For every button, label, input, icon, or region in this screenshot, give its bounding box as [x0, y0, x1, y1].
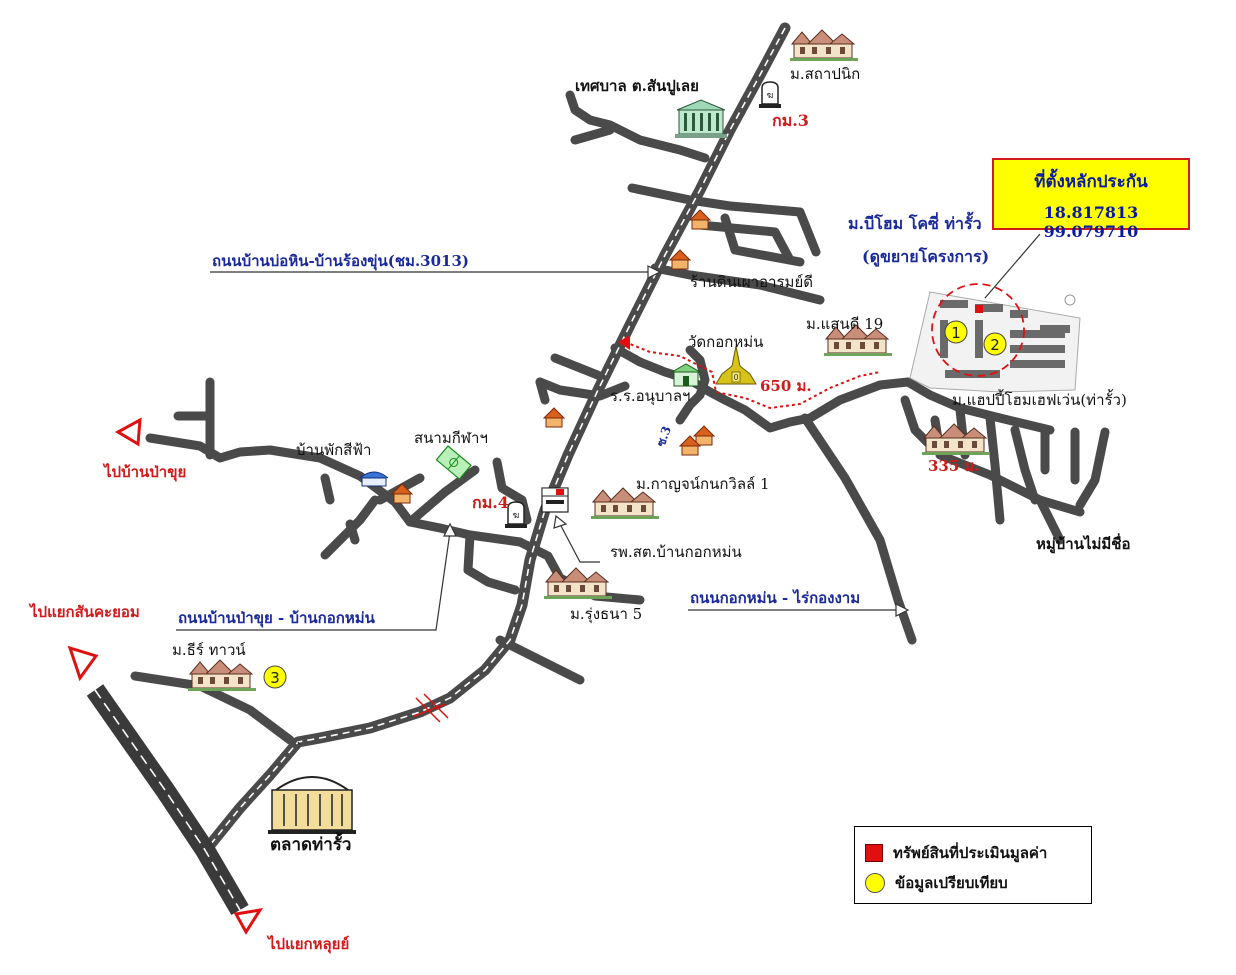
blue-house-icon [359, 471, 389, 487]
yellow-circle-icon [865, 873, 885, 893]
label-km4: กม.4 [472, 493, 509, 512]
arrow-to-luay [233, 907, 264, 935]
legend-row-appraised: ทรัพย์สินที่ประเมินมูลค่า [865, 841, 1047, 865]
label-ban-phaksifa: บ้านพักสีฟ้า [296, 441, 372, 459]
svg-text:0: 0 [733, 373, 738, 382]
label-sandee19: ม.แสนดี 19 [806, 315, 884, 333]
label-market: ตลาดท่ารั้ว [270, 835, 352, 855]
collateral-title: ที่ตั้งหลักประกัน [1034, 172, 1148, 192]
label-sathapanik: ม.สถาปนิก [790, 65, 861, 83]
label-wat-kokmuan: วัดกอกหม่น [688, 333, 764, 351]
arrow-to-sankayom [67, 645, 99, 682]
label-bhome-sub: (ดูขยายโครงการ) [862, 247, 990, 266]
stadium-icon [435, 445, 472, 480]
label-to-luay: ไปแยกหลุยย์ [268, 935, 350, 953]
label-rungthana5: ม.รุ่งธนา 5 [570, 605, 643, 623]
label-happy-home: ม.แฮปปี้โฮมเฮฟเว่น(ท่ารั้ว) [952, 391, 1127, 409]
label-dist-650: 650 ม. [760, 377, 812, 395]
label-road-bohin: ถนนบ้านบ่อหิน-บ้านร้องขุ่น(ชม.3013) [212, 252, 470, 270]
legend-label-comparison: ข้อมูลเปรียบเทียบ [895, 874, 1008, 892]
label-road-kokmuan: ถนนกอกหม่น - ไร่กองงาม [690, 589, 861, 607]
label-kanchanakanwilla: ม.กาญจน์กนกวิลล์ 1 [636, 475, 770, 493]
svg-text:1: 1 [951, 324, 961, 342]
legend-label-appraised: ทรัพย์สินที่ประเมินมูลค่า [893, 844, 1048, 862]
label-bhome-cozy: ม.บีโฮม โคซี่ ท่ารั้ว [848, 214, 982, 233]
map-legend: ทรัพย์สินที่ประเมินมูลค่า ข้อมูลเปรียบเท… [854, 826, 1092, 904]
government-building-icon [675, 99, 727, 138]
legend-row-comparison: ข้อมูลเปรียบเทียบ [865, 871, 1008, 895]
comparable-marker-1: 1 [944, 320, 968, 344]
svg-text:3: 3 [270, 669, 280, 687]
school-icon [670, 363, 702, 387]
label-stadium: สนามกีฬาฯ [414, 429, 488, 447]
collateral-coordinates: 18.817813 99.079710 [1043, 203, 1139, 241]
label-to-sankayom: ไปแยกสันคะยอม [30, 603, 140, 621]
label-to-papkhui: ไปบ้านป่าขุย [104, 463, 187, 481]
arrow-to-papkhui [114, 417, 142, 447]
comparable-marker-3: 3 [263, 665, 287, 689]
label-anuban: ร.ร.อนุบาลฯ [610, 387, 691, 405]
label-thesaban: เทศบาล ต.สันปูเลย [575, 77, 699, 95]
label-km3: กม.3 [772, 111, 809, 130]
label-unnamed-village: หมู่บ้านไม่มีชื่อ [1036, 535, 1131, 553]
label-dist-335: 335 ม. [928, 457, 980, 475]
label-rpsot: รพ.สต.บ้านกอกหม่น [610, 543, 742, 561]
hospital-icon [541, 487, 569, 513]
comparable-marker-2: 2 [983, 332, 1007, 356]
svg-text:2: 2 [990, 336, 1000, 354]
label-theeraa-town: ม.ธีร์ ทาวน์ [172, 641, 246, 659]
temple-icon: 0 [715, 345, 757, 385]
collateral-location-box: ที่ตั้งหลักประกัน 18.817813 99.079710 [992, 158, 1190, 241]
label-road-papkhui: ถนนบ้านป่าขุย - บ้านกอกหม่น [178, 609, 375, 627]
red-square-icon [865, 844, 883, 862]
label-clay-shop: ร้านดินเผาอารมย์ดี [690, 273, 813, 291]
market-icon [268, 776, 356, 834]
km-marker-icon [758, 81, 782, 109]
